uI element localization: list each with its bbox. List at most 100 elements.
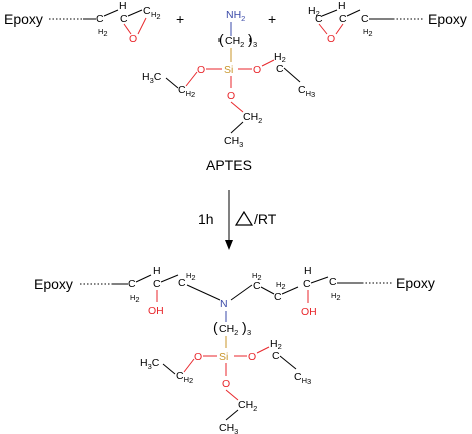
right-epoxy-reactant: H2 C H C C H2 Epoxy O bbox=[308, 0, 467, 45]
atom-c: C bbox=[329, 276, 337, 288]
chain-open-paren: ( bbox=[213, 319, 218, 335]
sub-h2: H2 bbox=[252, 271, 262, 282]
product-epoxy-right: Epoxy bbox=[396, 275, 435, 291]
bond-c-o bbox=[256, 346, 270, 354]
time-label: 1h bbox=[198, 211, 214, 227]
atom-c: C bbox=[153, 278, 161, 290]
atom-o: O bbox=[327, 33, 335, 45]
bond bbox=[283, 67, 301, 83]
atom-c: C bbox=[143, 5, 151, 17]
hydroxyl-left: OH bbox=[148, 305, 164, 317]
atom-c: C bbox=[178, 277, 186, 289]
bond-c-o bbox=[183, 358, 195, 373]
atom-c: C bbox=[361, 13, 369, 25]
methyl-right: CH3 bbox=[294, 371, 311, 386]
atom-c: C bbox=[253, 280, 261, 292]
bond bbox=[103, 9, 119, 17]
bond-n-c bbox=[230, 284, 253, 301]
bond-c-o bbox=[261, 59, 275, 67]
atom-h: H bbox=[119, 0, 127, 12]
bond-c-o bbox=[123, 23, 132, 35]
bond-c-n bbox=[186, 284, 221, 301]
atom-si: Si bbox=[224, 64, 233, 76]
atom-h: H bbox=[338, 0, 346, 12]
reaction-arrow: 1h /RT bbox=[198, 190, 277, 250]
bond bbox=[346, 9, 361, 17]
plus-sign: + bbox=[268, 11, 276, 27]
sub-h2: H2 bbox=[98, 27, 108, 38]
atom-si: Si bbox=[219, 351, 228, 363]
bond bbox=[321, 9, 338, 17]
product-molecule: Epoxy C H2 H C OH C H2 N H2 C C H2 H C O… bbox=[34, 265, 435, 434]
atom-c: C bbox=[276, 63, 284, 75]
ch2-right: H2 bbox=[274, 51, 286, 64]
aptes-label: APTES bbox=[206, 157, 252, 173]
bond bbox=[127, 9, 143, 17]
atom-o: O bbox=[248, 351, 256, 363]
methyl-bottom: CH3 bbox=[224, 135, 243, 149]
sub-h2: H2 bbox=[130, 293, 140, 304]
bond bbox=[165, 77, 179, 89]
sub-h2: H2 bbox=[151, 10, 161, 21]
methyl-left: H3C bbox=[142, 71, 162, 85]
epoxy-right-label: Epoxy bbox=[428, 11, 467, 27]
bond bbox=[230, 121, 244, 134]
atom-h: H bbox=[304, 265, 312, 277]
chain-open-paren: ( bbox=[219, 31, 224, 47]
methyl-bottom: CH3 bbox=[219, 422, 238, 434]
atom-c: C bbox=[120, 13, 128, 25]
aptes-molecule: NH2 ( CH2 ) 3 Si O O O H3C CH2 H2 C CH3 … bbox=[142, 9, 315, 149]
atom-c: C bbox=[303, 278, 311, 290]
ch2-bottom: CH2 bbox=[238, 399, 257, 413]
plus-sign: + bbox=[176, 11, 184, 27]
methyl-right: CH3 bbox=[298, 84, 315, 99]
bond bbox=[281, 286, 299, 295]
bond-c-o bbox=[335, 23, 344, 35]
atom-o: O bbox=[194, 351, 202, 363]
bond bbox=[162, 363, 176, 375]
product-epoxy-left: Epoxy bbox=[34, 276, 73, 292]
chain-repeat-3: 3 bbox=[247, 328, 251, 337]
sub-h2: H2 bbox=[363, 27, 373, 38]
atom-c: C bbox=[272, 350, 280, 362]
bond-c-o bbox=[137, 17, 147, 35]
bond bbox=[279, 355, 297, 370]
bond bbox=[260, 286, 275, 295]
atom-c: C bbox=[315, 13, 323, 25]
atom-c: C bbox=[128, 278, 136, 290]
hydroxyl-right: OH bbox=[301, 306, 317, 318]
atom-c: C bbox=[339, 13, 347, 25]
sub-h2: H2 bbox=[186, 271, 196, 282]
atom-c: C bbox=[96, 13, 104, 25]
sub-h2: H2 bbox=[331, 291, 341, 302]
bond-c-o bbox=[230, 101, 244, 113]
bond-c-o bbox=[225, 389, 239, 401]
condition-label: /RT bbox=[254, 211, 277, 227]
arrow-head bbox=[225, 240, 233, 250]
atom-n: N bbox=[220, 298, 228, 310]
bond bbox=[225, 409, 239, 421]
atom-o: O bbox=[227, 90, 235, 102]
bond-c-o bbox=[318, 23, 328, 35]
chain-ch2: CH2 bbox=[219, 323, 238, 337]
atom-o: O bbox=[197, 64, 205, 76]
chain-ch2: CH2 bbox=[225, 35, 244, 49]
atom-nh2: NH2 bbox=[226, 9, 245, 23]
chain-close-paren: ) bbox=[242, 319, 247, 335]
methyl-left: H3C bbox=[140, 357, 160, 371]
bond bbox=[160, 274, 179, 283]
chain-repeat-3: 3 bbox=[253, 40, 257, 49]
bond bbox=[310, 276, 329, 284]
atom-h: H bbox=[153, 265, 161, 277]
epoxy-left-label: Epoxy bbox=[4, 11, 43, 27]
left-epoxy-reactant: Epoxy C H2 H C C H2 O bbox=[4, 0, 161, 45]
sub-h2: H2 bbox=[276, 280, 286, 291]
bond bbox=[135, 274, 152, 283]
ch2-left: CH2 bbox=[178, 84, 195, 99]
ring-ch2: H2 bbox=[308, 5, 320, 18]
atom-o: O bbox=[253, 64, 261, 76]
atom-c: C bbox=[274, 291, 282, 303]
ch2-bottom: CH2 bbox=[243, 111, 262, 125]
ch2-right: H2 bbox=[270, 338, 282, 351]
